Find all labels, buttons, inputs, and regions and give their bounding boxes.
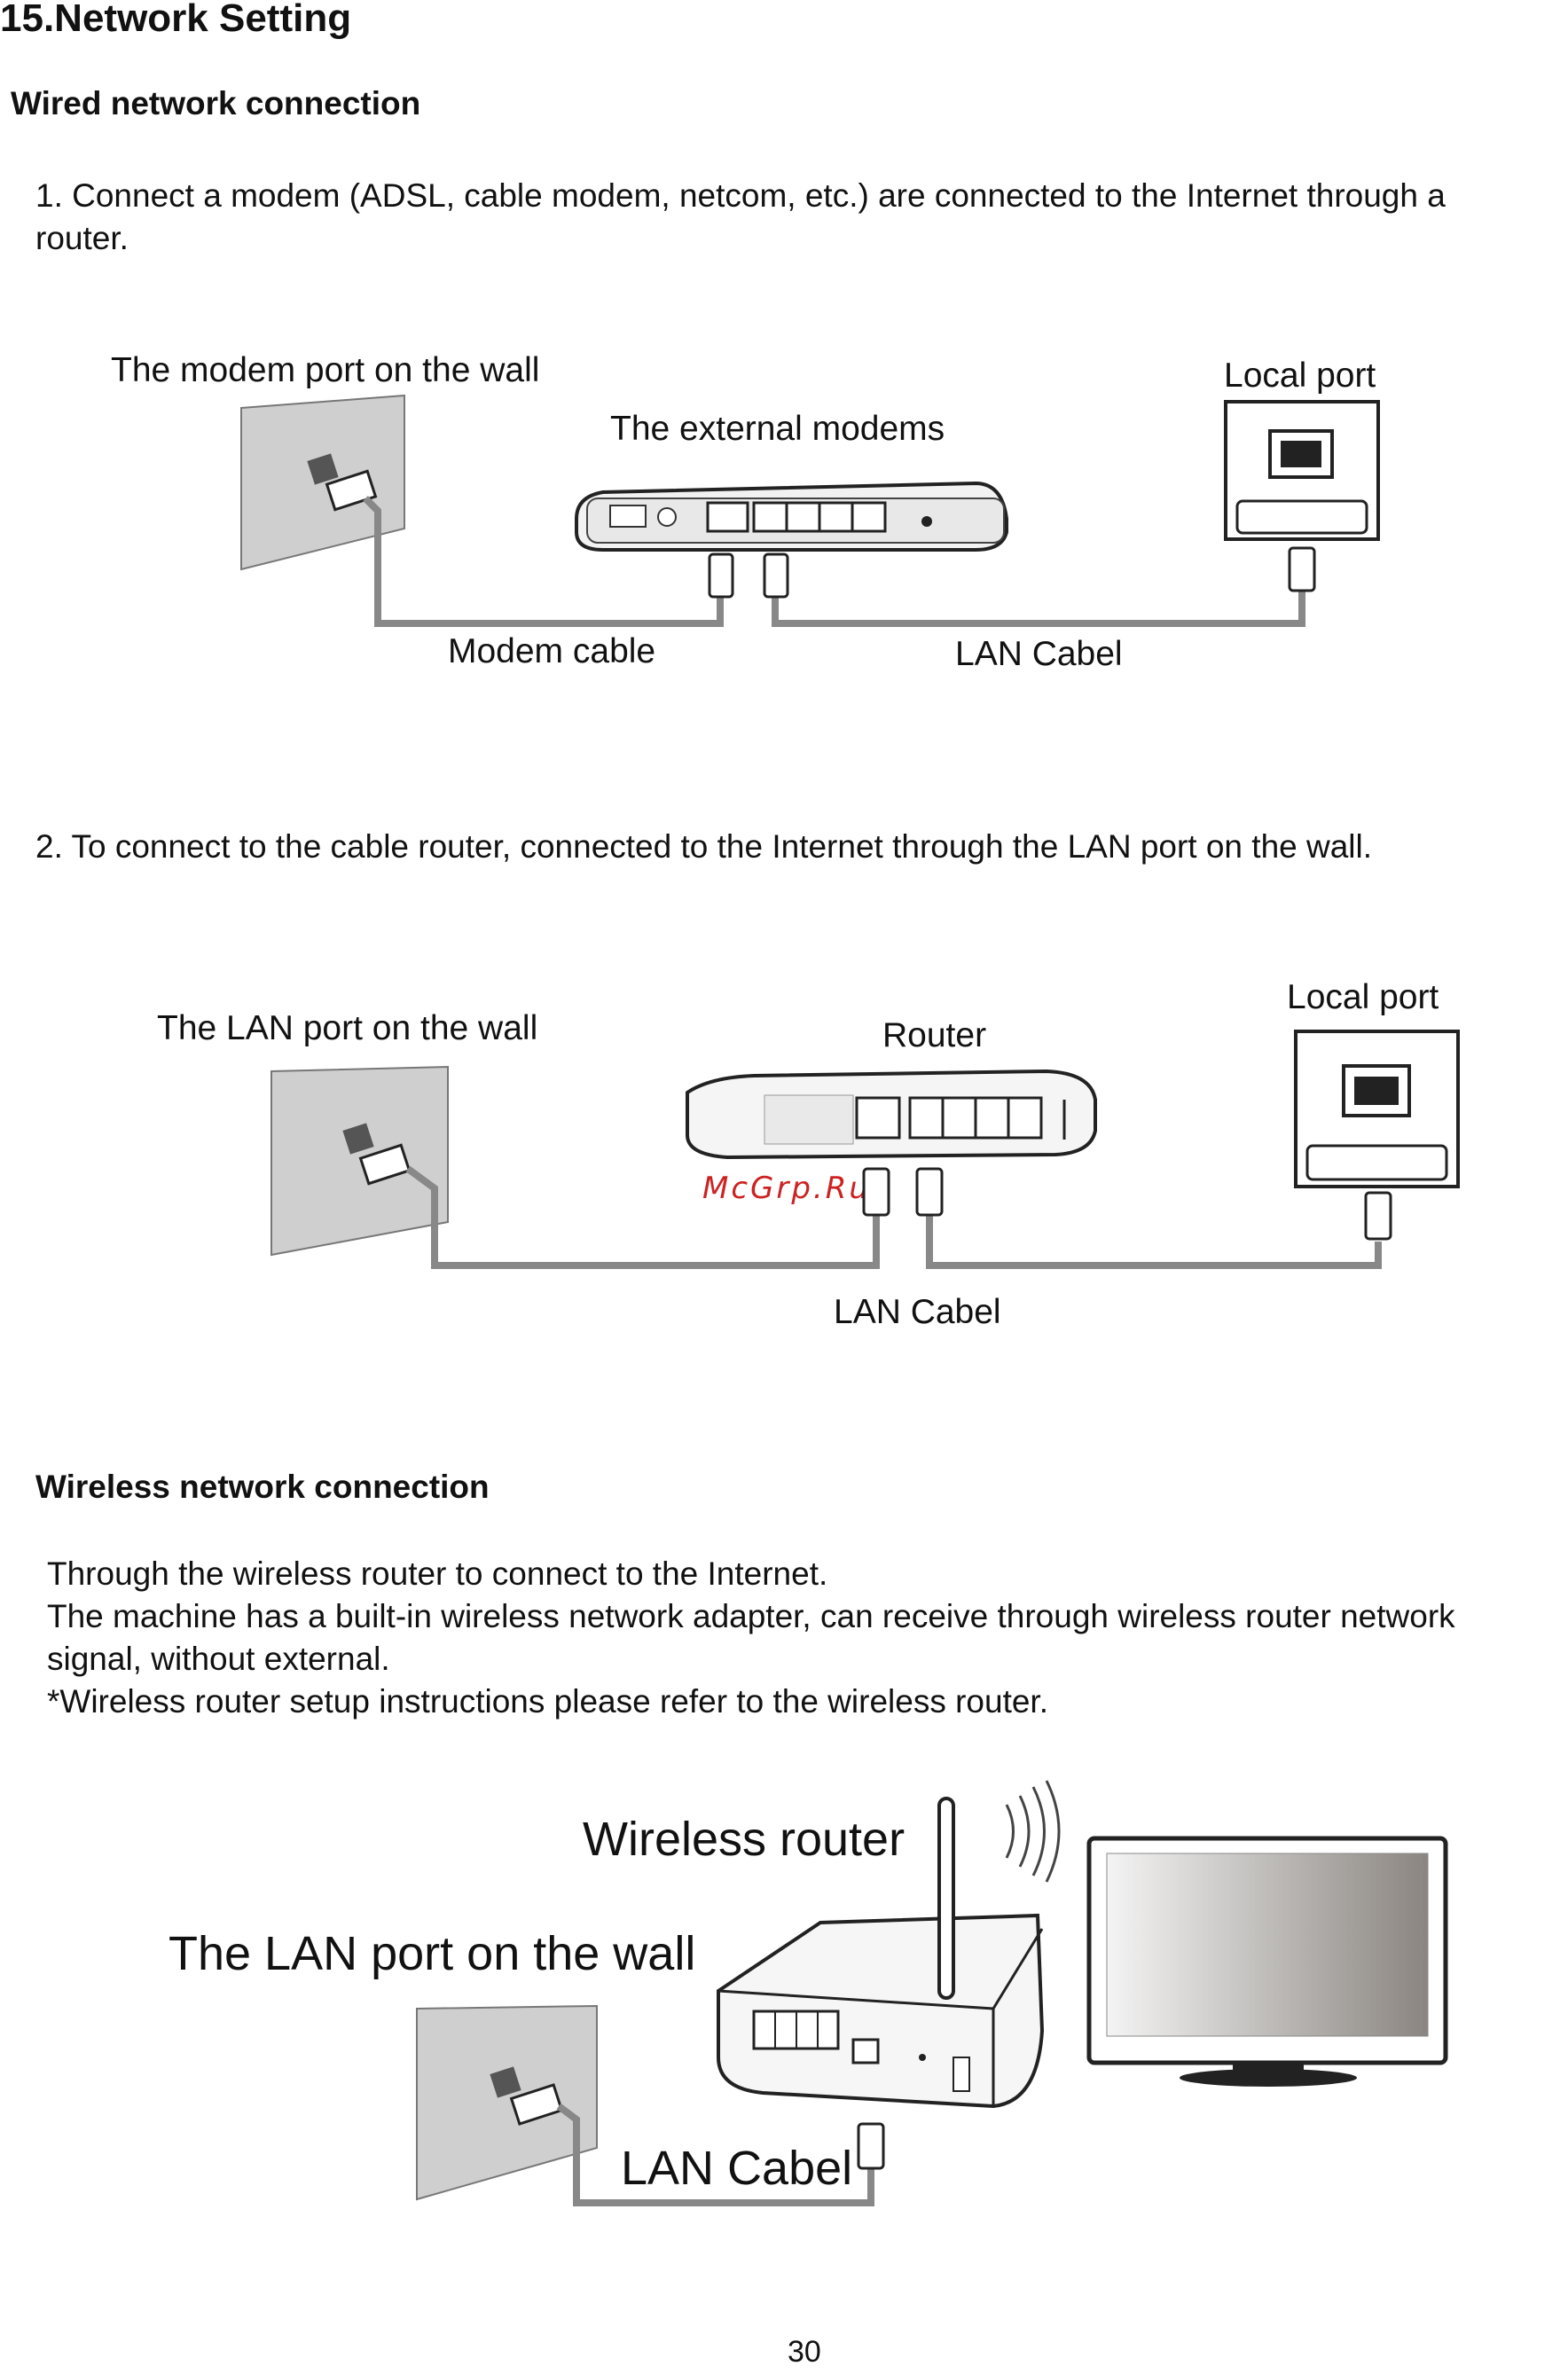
diagram3-router-label: Wireless router — [583, 1813, 906, 1866]
wired-step1-text: 1. Connect a modem (ADSL, cable modem, n… — [35, 175, 1446, 260]
external-modem-icon — [575, 481, 1008, 552]
antenna-icon — [937, 1797, 955, 2000]
wireless-line1: Through the wireless router to connect t… — [47, 1555, 828, 1592]
diagram1-modem-cable-label: Modem cable — [448, 632, 656, 670]
wired-step1-line1: 1. Connect a modem (ADSL, cable modem, n… — [35, 177, 1446, 214]
page-title: 15.Network Setting — [0, 0, 352, 40]
wired-section-title: Wired network connection — [11, 85, 421, 121]
wall-plug-icon — [509, 2083, 564, 2126]
local-port-icon — [1294, 1030, 1460, 1188]
wall-plug-icon — [325, 469, 378, 512]
diagram1-wall-label: The modem port on the wall — [111, 351, 540, 389]
modem-wall-port-icon — [240, 394, 405, 571]
wired-step1-line2: router. — [35, 220, 129, 256]
lan-cable-plug-icon — [763, 552, 789, 599]
wall-to-router-cable — [405, 1165, 880, 1269]
lan-wall-port-icon — [270, 1065, 449, 1257]
router-plug-icon — [857, 2122, 885, 2170]
wall-to-router-cable — [556, 2103, 874, 2206]
diagram1-local-port-label: Local port — [1224, 356, 1376, 395]
wireless-router-icon — [717, 1913, 1045, 2109]
diagram1-lan-cable-label: LAN Cabel — [955, 635, 1123, 673]
wall-plug-icon — [358, 1143, 412, 1186]
wireless-line2: The machine has a built-in wireless netw… — [47, 1598, 1455, 1634]
tv-icon — [1086, 1836, 1448, 2087]
diagram3-wall-label: The LAN port on the wall — [169, 1927, 696, 1980]
modem-cable — [363, 496, 724, 627]
page-number: 30 — [788, 2335, 821, 2369]
wired-step2-text: 2. To connect to the cable router, conne… — [35, 828, 1373, 865]
local-port-icon — [1224, 400, 1380, 541]
wireless-section-title: Wireless network connection — [35, 1469, 490, 1505]
wifi-signal-icon — [1005, 1780, 1061, 1883]
wireless-description: Through the wireless router to connect t… — [47, 1553, 1455, 1723]
wireless-line4: *Wireless router setup instructions plea… — [47, 1683, 1048, 1720]
router-to-local-cable — [926, 1215, 1382, 1269]
watermark: McGrp.Ru — [702, 1171, 871, 1206]
local-port-plug-icon — [1364, 1191, 1392, 1241]
modem-cable-plug-icon — [708, 552, 734, 599]
local-port-plug-icon — [1288, 546, 1316, 592]
diagram2-lan-cable-label: LAN Cabel — [834, 1293, 1001, 1331]
lan-wall-port-icon — [416, 2004, 598, 2201]
wireless-line3: signal, without external. — [47, 1641, 390, 1677]
router-icon — [686, 1069, 1097, 1160]
diagram2-wall-label: The LAN port on the wall — [157, 1009, 538, 1047]
router-plug-in-icon — [862, 1167, 890, 1217]
diagram2-router-label: Router — [882, 1016, 987, 1054]
diagram2-local-port-label: Local port — [1287, 978, 1439, 1016]
lan-cable — [772, 585, 1305, 627]
diagram3-lan-cable-label: LAN Cabel — [621, 2142, 853, 2195]
router-plug-out-icon — [915, 1167, 944, 1217]
diagram1-modem-label: The external modems — [610, 410, 945, 448]
